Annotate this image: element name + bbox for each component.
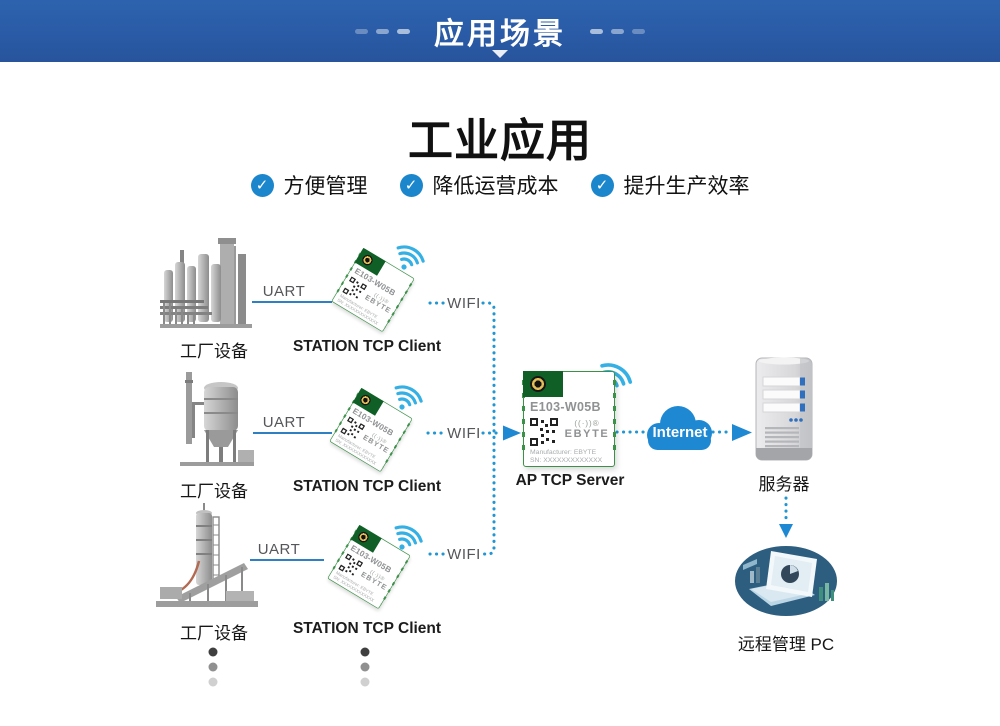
benefit-label: 提升生产效率: [623, 175, 750, 198]
server-label: 服务器: [758, 475, 810, 494]
arrow-right-icon: [503, 425, 521, 441]
remote-pc-label: 远程管理 PC: [737, 635, 835, 654]
factory-illustration-3: [156, 503, 258, 607]
wifi-link-label: WIFI: [447, 546, 481, 563]
factory-illustration-1: [160, 238, 252, 328]
remote-pc-illustration: [735, 546, 837, 616]
wifi-dotted-links: [426, 301, 788, 556]
ebyte-logo: EBYTE: [564, 428, 610, 440]
benefit-item: ✓ 降低运营成本: [399, 170, 559, 200]
station-role-label: STATION TCP Client: [292, 620, 442, 637]
device-label: 工厂设备: [180, 482, 248, 501]
wifi-module-card: E103-W05B ((·))® EBYTE Manufacturer: EBY…: [331, 247, 415, 333]
ap-module-card: E103-W05B ((·))® EBYTE Manufacturer: EBY…: [522, 371, 616, 467]
module-manufacturer: Manufacturer: EBYTE: [530, 449, 597, 456]
ellipsis-dots: [208, 647, 370, 687]
qr-code-icon: [338, 553, 364, 576]
qr-code-icon: [340, 416, 366, 439]
benefit-label: 降低运营成本: [432, 175, 559, 198]
station-role-label: STATION TCP Client: [292, 478, 442, 495]
uart-link-label: UART: [257, 541, 301, 558]
ap-role-label: AP TCP Server: [515, 472, 625, 489]
wifi-link-label: WIFI: [447, 425, 481, 442]
check-icon: ✓: [590, 173, 614, 197]
server-illustration: [755, 357, 813, 461]
arrow-down-icon: [779, 524, 793, 538]
check-icon: ✓: [250, 173, 274, 197]
benefit-label: 方便管理: [283, 175, 368, 198]
module-wifi-mark: ((·))®: [574, 419, 600, 428]
uart-link-label: UART: [262, 283, 306, 300]
internet-cloud: [647, 406, 712, 450]
factory-illustration-2: [180, 372, 254, 466]
check-icon: ✓: [399, 173, 423, 197]
antenna-connector-icon: [523, 371, 563, 397]
benefit-item: ✓ 提升生产效率: [590, 170, 750, 200]
page-title: 工业应用: [407, 115, 592, 166]
section-banner: 应用场景: [0, 0, 1000, 62]
cloud-label: Internet: [652, 424, 708, 441]
device-label: 工厂设备: [180, 342, 248, 361]
dash-decoration-left: [355, 28, 410, 34]
section-banner-title: 应用场景: [434, 18, 566, 51]
caret-down-icon: [492, 50, 508, 58]
module-serial: SN: XXXXXXXXXXXXX: [530, 457, 603, 464]
dash-decoration-right: [590, 28, 645, 34]
module-name: E103-W05B: [530, 400, 601, 414]
qr-code-icon: [342, 276, 368, 299]
wifi-module-card: E103-W05B ((·))® EBYTE Manufacturer: EBY…: [329, 387, 413, 473]
arrow-right-icon: [732, 424, 752, 441]
qr-code-icon: [530, 418, 558, 446]
wifi-link-label: WIFI: [447, 295, 481, 312]
station-role-label: STATION TCP Client: [292, 338, 442, 355]
uart-link-lines: [250, 301, 332, 561]
benefit-list: ✓ 方便管理 ✓ 降低运营成本 ✓ 提升生产效率: [0, 170, 1000, 200]
uart-link-label: UART: [262, 414, 306, 431]
device-label: 工厂设备: [180, 624, 248, 643]
wifi-module-card: E103-W05B ((·))® EBYTE Manufacturer: EBY…: [327, 524, 411, 610]
benefit-item: ✓ 方便管理: [250, 170, 368, 200]
